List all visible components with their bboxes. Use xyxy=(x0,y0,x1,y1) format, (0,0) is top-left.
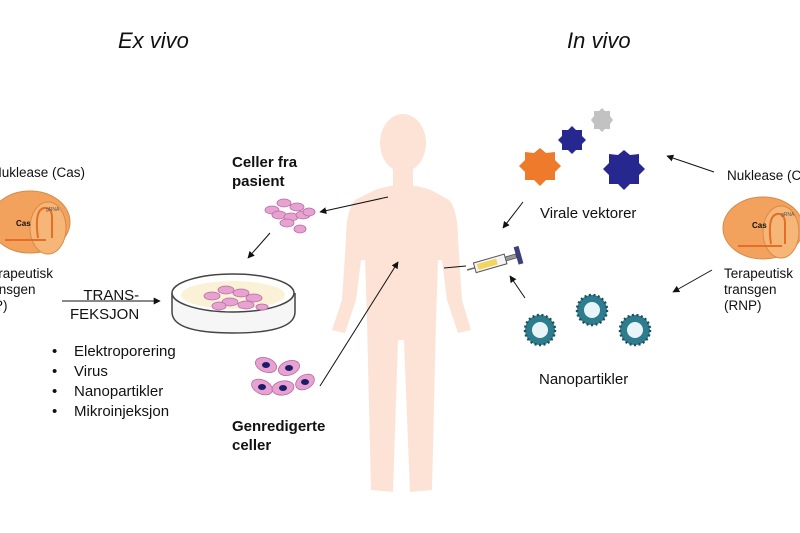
arrow-nuclease-to-nanoparticles xyxy=(672,269,713,293)
syringe-icon xyxy=(466,245,524,274)
arrow-nanoparticles-to-syringe xyxy=(509,275,526,299)
cells-from-patient-label: Celler fra pasient xyxy=(232,154,298,190)
grna-label-left: gRNA xyxy=(46,207,60,213)
method-item: Virus xyxy=(52,362,176,382)
human-body-figure xyxy=(332,114,471,492)
patient-cells-cluster xyxy=(264,198,316,234)
delivery-methods-list: Elektroporering Virus Nanopartikler Mikr… xyxy=(52,342,176,422)
arrow-body-to-patient-cells xyxy=(319,196,389,215)
virus-orange-icon xyxy=(519,148,561,186)
arrow-nuclease-to-viral-vectors xyxy=(666,154,715,173)
method-item: Mikroinjeksjon xyxy=(52,402,176,422)
virus-navy-small-icon xyxy=(558,126,586,154)
virus-gray-icon xyxy=(591,108,613,132)
method-item: Nanopartikler xyxy=(52,382,176,402)
flow-arrows xyxy=(62,154,715,387)
cas-nuclease-icon-right xyxy=(722,196,800,260)
cas-nuclease-icon-left xyxy=(0,190,71,255)
nuclease-label-right: Nuklease (Cas) xyxy=(727,168,800,183)
cas-enzyme-label-right: Cas xyxy=(752,221,767,230)
transgene-label-right: Terapeutisk transgen (RNP) xyxy=(724,266,794,313)
grna-label-right: gRNA xyxy=(781,212,795,218)
ex-vivo-heading: Ex vivo xyxy=(118,28,189,53)
viral-vectors-label: Virale vektorer xyxy=(540,205,637,222)
in-vivo-heading: In vivo xyxy=(567,28,631,53)
arrow-edited-cells-to-body xyxy=(319,261,399,387)
arrow-patient-cells-to-dish xyxy=(247,232,271,259)
nanoparticles-group xyxy=(523,293,652,347)
cas-enzyme-label-left: Cas xyxy=(16,219,31,228)
method-item: Elektroporering xyxy=(52,342,176,362)
transfection-label: TRANS- FEKSJON xyxy=(70,287,140,323)
edited-cells-label: Genredigerte celler xyxy=(232,418,326,454)
petri-dish xyxy=(171,273,296,334)
arrow-syringe-to-body xyxy=(443,265,467,269)
virus-navy-large-icon xyxy=(603,150,645,190)
edited-cells-group xyxy=(251,357,315,396)
nuclease-label-left: Nuklease (Cas) xyxy=(0,165,86,180)
nanoparticles-label: Nanopartikler xyxy=(539,371,629,388)
transgene-label-left: Terapeutisk transgen (RNP) xyxy=(0,266,54,313)
arrow-viral-vectors-to-syringe xyxy=(502,201,524,229)
viral-vectors-group xyxy=(519,108,645,190)
